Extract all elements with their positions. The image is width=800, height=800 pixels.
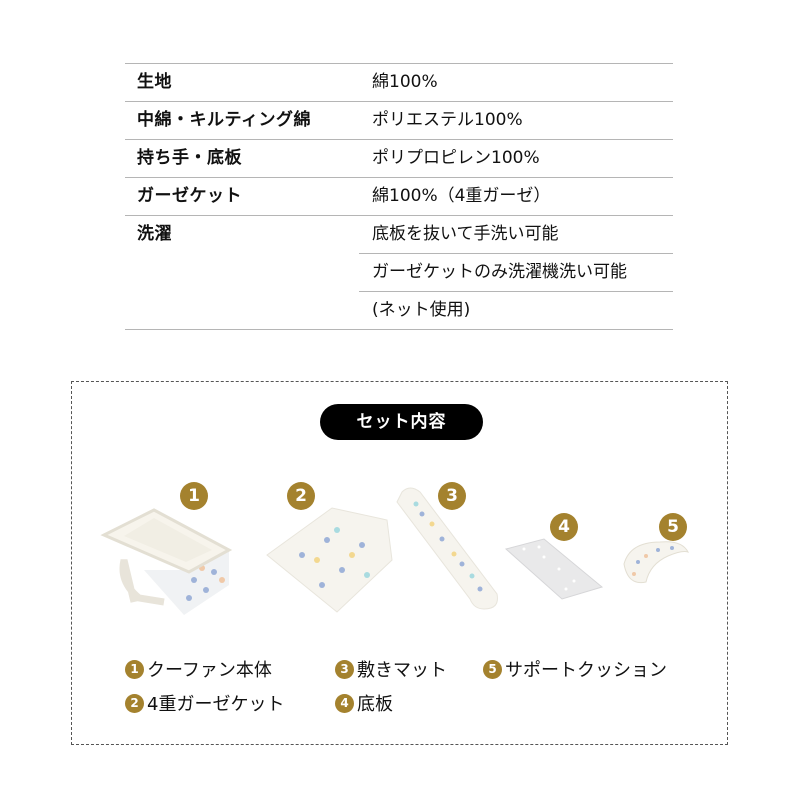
spec-value: ポリプロピレン100% (372, 148, 540, 168)
spec-label: 中綿・キルティング綿 (137, 110, 311, 130)
item-badge-2: 2 (287, 482, 315, 510)
number-badge: 5 (483, 659, 502, 679)
spec-value: 綿100% (372, 72, 438, 92)
number-badge: 1 (125, 659, 144, 679)
item-badge-4: 4 (550, 513, 578, 541)
spec-label: 洗濯 (137, 224, 172, 244)
number-badge: 2 (125, 693, 144, 713)
number-badge: 3 (335, 659, 354, 679)
legend-item-4: 4 底板 (335, 690, 393, 716)
spec-value: ガーゼケットのみ洗濯機洗い可能 (359, 253, 673, 291)
number-badge: 4 (335, 693, 354, 713)
spec-row-filling: 中綿・キルティング綿 ポリエステル100% (125, 102, 673, 140)
bassinet-image (100, 508, 233, 615)
spec-value: 綿100%（4重ガーゼ） (372, 186, 551, 206)
gauze-blanket-image (266, 507, 393, 613)
legend-label: 敷きマット (357, 660, 447, 681)
spec-table: 生地 綿100% 中綿・キルティング綿 ポリエステル100% 持ち手・底板 ポリ… (125, 63, 673, 330)
item-badge-5: 5 (659, 513, 687, 541)
spec-row-washing: 洗濯 底板を抜いて手洗い可能 ガーゼケットのみ洗濯機洗い可能 (ネット使用) (125, 216, 673, 330)
mat-image (396, 487, 498, 610)
legend-item-2: 2 4重ガーゼケット (125, 690, 284, 716)
set-contents-box: セット内容 1 2 3 4 5 1 クーファン本体 (71, 381, 728, 745)
item-badge-3: 3 (438, 482, 466, 510)
legend-item-1: 1 クーファン本体 (125, 656, 272, 682)
legend-label: クーファン本体 (147, 660, 272, 681)
legend-label: 底板 (357, 694, 393, 715)
support-cushion-image (623, 541, 689, 584)
spec-label: 持ち手・底板 (137, 148, 242, 168)
spec-label: ガーゼケット (137, 186, 242, 206)
legend-label: 4重ガーゼケット (147, 694, 285, 715)
spec-row-fabric: 生地 綿100% (125, 64, 673, 102)
legend-label: サポートクッション (505, 660, 667, 681)
item-badge-1: 1 (180, 482, 208, 510)
set-contents-title: セット内容 (320, 404, 483, 440)
spec-label: 生地 (137, 72, 172, 92)
spec-value: (ネット使用) (359, 291, 673, 329)
legend-item-5: 5 サポートクッション (483, 656, 667, 682)
spec-value: 底板を抜いて手洗い可能 (372, 224, 559, 244)
spec-row-gauze: ガーゼケット 綿100%（4重ガーゼ） (125, 178, 673, 216)
spec-row-handle: 持ち手・底板 ポリプロピレン100% (125, 140, 673, 178)
legend-item-3: 3 敷きマット (335, 656, 447, 682)
base-board-image (504, 538, 604, 600)
spec-value: ポリエステル100% (372, 110, 523, 130)
